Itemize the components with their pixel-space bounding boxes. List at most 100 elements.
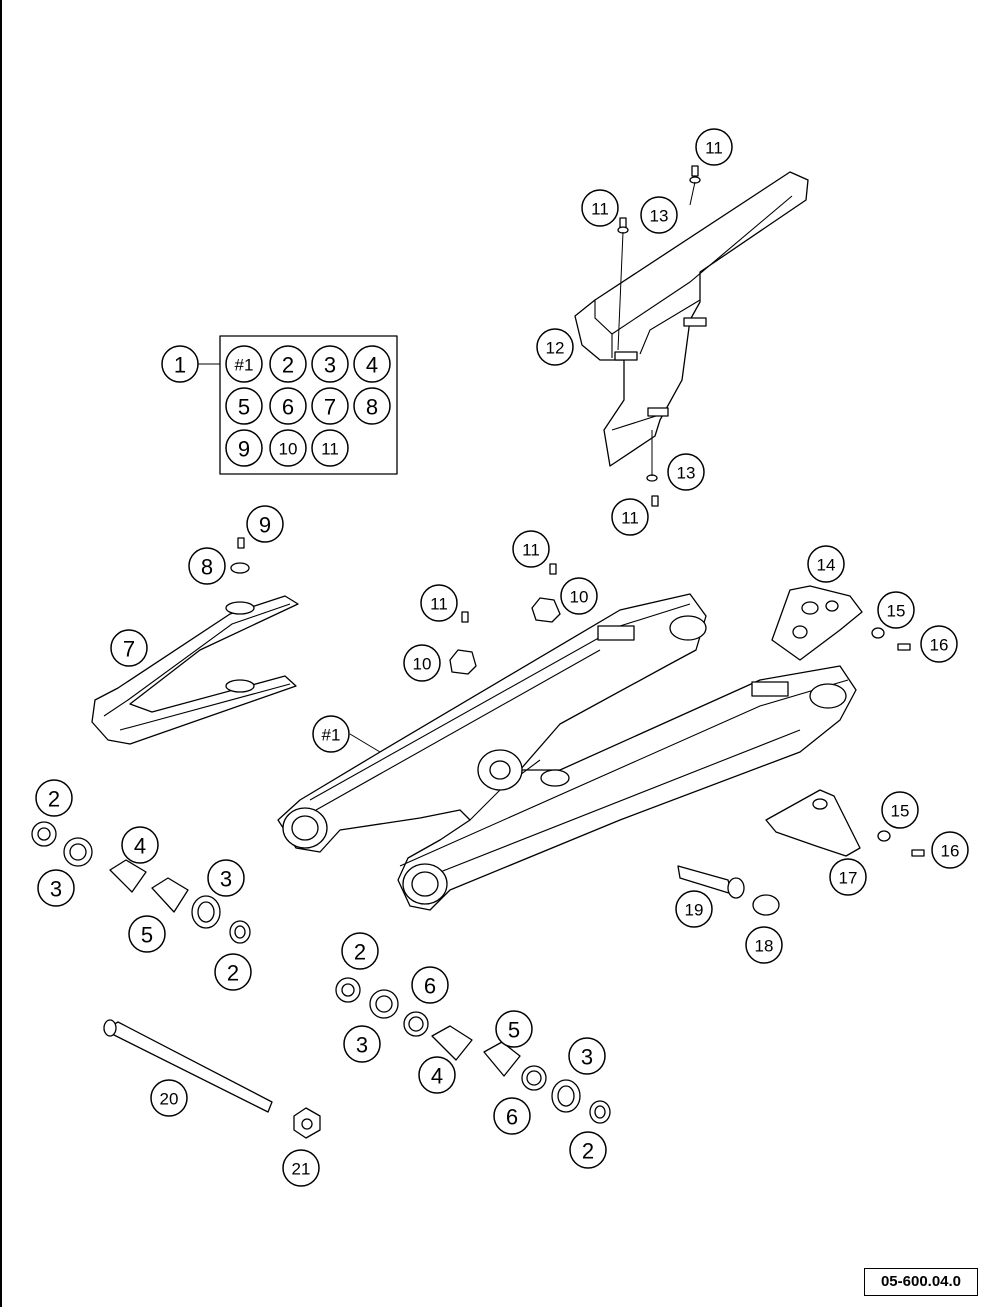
- callout-label: 15: [891, 802, 910, 821]
- callout-circle: [568, 1037, 606, 1075]
- callout-circle: [128, 915, 166, 953]
- callout-circle: [269, 429, 307, 467]
- callout-c-11-d: 11: [512, 530, 550, 568]
- callout-c-18: 18: [745, 926, 783, 964]
- callout-circle: [311, 387, 349, 425]
- callout-c-16-b: 16: [931, 831, 969, 869]
- kit-item-11: 11: [311, 429, 349, 467]
- callout-label: 4: [134, 834, 146, 859]
- callout-circle: [495, 1010, 533, 1048]
- callout-c-5-b: 5: [495, 1010, 533, 1048]
- callout-circle: [311, 345, 349, 383]
- callout-circle: [569, 1131, 607, 1169]
- callout-c-4-b: 4: [418, 1056, 456, 1094]
- callout-label: 18: [755, 937, 774, 956]
- callout-label: 3: [581, 1045, 593, 1070]
- callout-circle: [207, 859, 245, 897]
- callout-label: 6: [282, 395, 294, 420]
- callout-label: 4: [431, 1064, 443, 1089]
- swingarm-axle: [103, 1019, 321, 1139]
- chain-guide: [765, 789, 925, 857]
- kit-item-6: 6: [269, 387, 307, 425]
- callout-label: 13: [677, 464, 696, 483]
- callout-label: 11: [621, 509, 639, 528]
- callout-circle: [411, 966, 449, 1004]
- callout-c-3-d: 3: [568, 1037, 606, 1075]
- swingarm: [277, 593, 857, 911]
- callout-c-13-a: 13: [640, 196, 678, 234]
- callout-circle: [246, 505, 284, 543]
- callout-c-6-b: 6: [493, 1097, 531, 1135]
- callout-c-4-a: 4: [121, 826, 159, 864]
- left-bearing-set: [31, 821, 251, 944]
- callout-circle: [225, 345, 263, 383]
- kit-item-2: 2: [269, 345, 307, 383]
- right-bearing-set: [335, 977, 611, 1124]
- callout-c-14: 14: [807, 545, 845, 583]
- callout-c-20: 20: [150, 1079, 188, 1117]
- chain-guard-fasteners: [617, 165, 701, 507]
- callout-c-9: 9: [246, 505, 284, 543]
- sprocket-guard: [771, 585, 911, 661]
- callout-c-3-c: 3: [343, 1025, 381, 1063]
- kit-item-10: 10: [269, 429, 307, 467]
- callout-circle: [611, 498, 649, 536]
- callout-circle: [420, 584, 458, 622]
- callout-c-6-a: 6: [411, 966, 449, 1004]
- callout-label: 14: [817, 556, 836, 575]
- callout-label: 2: [282, 353, 294, 378]
- callout-label: 11: [705, 139, 723, 158]
- callout-circle: [493, 1097, 531, 1135]
- kit-item-4: 4: [353, 345, 391, 383]
- callout-c-15-a: 15: [877, 591, 915, 629]
- callout-circle: [150, 1079, 188, 1117]
- callout-circle: [341, 932, 379, 970]
- callout-label: 11: [430, 595, 448, 614]
- callout-label: 2: [48, 787, 60, 812]
- callout-c-19: 19: [675, 890, 713, 928]
- callout-circle: [418, 1056, 456, 1094]
- callout-circle: [269, 387, 307, 425]
- drawing-number: 05-600.04.0: [864, 1268, 978, 1296]
- callout-label: 15: [887, 602, 906, 621]
- callout-label: 3: [220, 867, 232, 892]
- callout-c-2-b: 2: [214, 953, 252, 991]
- callout-label: 10: [413, 655, 432, 674]
- callout-circle: [282, 1149, 320, 1187]
- callout-circle: [745, 926, 783, 964]
- chain-guard: [574, 171, 809, 467]
- callout-label: 8: [201, 555, 213, 580]
- callout-label: 7: [324, 395, 336, 420]
- callout-circle: [110, 629, 148, 667]
- callout-label: 21: [292, 1160, 311, 1179]
- callout-circle: [225, 429, 263, 467]
- callout-circle: [920, 625, 958, 663]
- callout-circle: [675, 890, 713, 928]
- chain-slider: [91, 537, 299, 745]
- callout-c-10-b: 10: [403, 644, 441, 682]
- callout-c-7: 7: [110, 629, 148, 667]
- callout-label: 4: [366, 353, 378, 378]
- callout-circle: [931, 831, 969, 869]
- callout-c-11-c: 11: [611, 498, 649, 536]
- callout-circle: [403, 644, 441, 682]
- callout-circle: [161, 345, 199, 383]
- callout-circle: [269, 345, 307, 383]
- callout-label: 20: [160, 1090, 179, 1109]
- callout-label: 11: [321, 440, 339, 459]
- callout-label: 10: [570, 588, 589, 607]
- cable-clamps: [449, 563, 561, 675]
- kit-item-8: 8: [353, 387, 391, 425]
- callout-c-13-b: 13: [667, 453, 705, 491]
- callout-circle: [311, 429, 349, 467]
- callout-label: 16: [930, 636, 949, 655]
- callout-label: 9: [259, 513, 271, 538]
- callout-c-11-e: 11: [420, 584, 458, 622]
- callout-circle: [312, 715, 350, 753]
- callout-c-2-a: 2: [35, 779, 73, 817]
- callout-label: 2: [227, 961, 239, 986]
- callout-c-11-a: 11: [695, 128, 733, 166]
